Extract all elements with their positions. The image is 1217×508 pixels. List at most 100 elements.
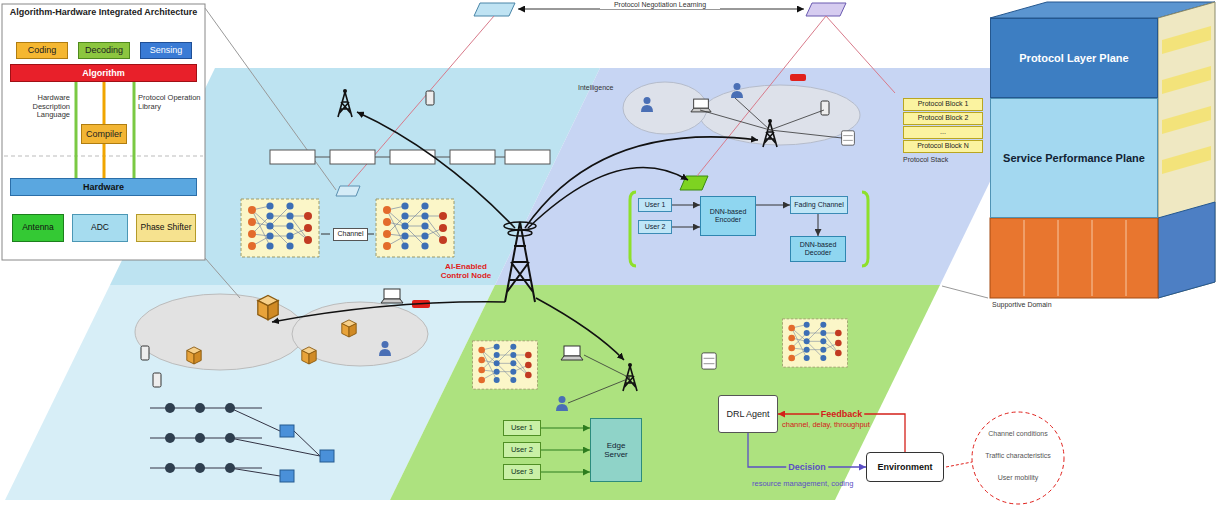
factor-graph <box>150 408 320 476</box>
edge-label: Decision <box>786 462 828 472</box>
negotiation-link <box>826 16 895 93</box>
neural-network-icon <box>241 199 848 389</box>
link-label: Protocol Negotiation Learning <box>600 1 720 9</box>
hardware-block: Phase Shifter <box>136 214 196 242</box>
factor-graph <box>195 463 205 473</box>
factor-graph <box>280 470 294 482</box>
broadcast-link <box>528 168 688 229</box>
node-text: Service Performance Plane <box>1003 152 1145 165</box>
user-box: User 2 <box>638 220 672 234</box>
protocol-entity <box>474 3 515 16</box>
device-icon <box>842 131 855 145</box>
channel-box: Fading Channel <box>790 196 848 214</box>
plane-layer: Protocol Layer Plane <box>990 18 1158 98</box>
broadcast-link <box>536 298 624 360</box>
agent-box: DRL Agent <box>718 395 778 433</box>
plane-cube <box>1162 26 1211 54</box>
node-text: Protocol Block 2 <box>918 114 969 122</box>
broadcast-link <box>525 137 758 228</box>
environment-factor: Traffic characteristics <box>978 452 1058 460</box>
device-icon <box>731 83 743 98</box>
protocol-block: ... <box>903 126 983 139</box>
leader-line <box>942 286 988 298</box>
connector <box>541 449 590 450</box>
layer-bar: Hardware <box>10 178 197 196</box>
neural-network-icon <box>783 319 848 367</box>
base-station <box>338 89 352 117</box>
environment-box: Environment <box>866 452 944 482</box>
node-text: Algorithm-Hardware Integrated Architectu… <box>10 7 198 17</box>
layer-bar: Algorithm <box>10 64 197 82</box>
plane-cube <box>1158 2 1215 298</box>
interface-label: Hardware Description Language <box>6 94 70 120</box>
node-text: Coding <box>28 45 57 55</box>
function-block: Sensing <box>140 42 192 59</box>
environment-factor: User mobility <box>978 474 1058 482</box>
factor-graph <box>280 425 294 437</box>
device-icon <box>641 97 653 112</box>
architecture-panel: Algorithm-Hardware Integrated Architectu… <box>2 4 205 260</box>
base-station <box>505 222 535 302</box>
bracket <box>862 192 868 266</box>
node-text: DNN-based Decoder <box>794 241 842 257</box>
node-label: AI-Enabled Control Node <box>430 262 502 280</box>
device-icon <box>141 346 149 360</box>
leader-line <box>205 8 336 190</box>
bracket <box>630 192 868 266</box>
user-box: User 1 <box>638 198 672 212</box>
node-text: User 1 <box>645 201 666 209</box>
encoder-box: DNN-based Encoder <box>700 196 756 236</box>
environment-factor: Channel conditions <box>978 430 1058 438</box>
process-chain <box>390 150 435 164</box>
node-text: Environment <box>877 462 932 472</box>
process-chain <box>505 150 550 164</box>
node-text: ADC <box>91 223 109 233</box>
device-icon <box>379 341 391 356</box>
node-text: Antenna <box>22 223 54 233</box>
compiler-box: Compiler <box>81 124 127 144</box>
node-text: Sensing <box>150 45 183 55</box>
environment-factors <box>946 412 1064 504</box>
device-icon <box>426 91 434 105</box>
channel-box: Channel <box>333 228 368 241</box>
factor-graph <box>320 450 334 462</box>
user-box: User 3 <box>503 464 541 480</box>
user-cluster <box>135 294 305 370</box>
node-text: User 2 <box>511 446 533 455</box>
device-icon <box>381 289 403 303</box>
negotiation-link <box>348 9 895 186</box>
node-text: User 1 <box>511 424 533 433</box>
leader-line <box>205 258 240 298</box>
plane-quadrant <box>390 285 940 500</box>
plane-cube <box>990 2 1215 298</box>
factor-graph <box>165 463 175 473</box>
stack-label: Protocol Stack <box>903 156 948 164</box>
base-station <box>504 222 536 230</box>
node-text: Fading Channel <box>794 201 843 209</box>
device-icon <box>702 353 716 369</box>
broadcast-link <box>272 302 505 322</box>
base-station <box>623 363 637 391</box>
protocol-entity <box>336 3 846 196</box>
hardware-block: ADC <box>72 214 128 242</box>
architecture-panel-frame <box>2 4 205 260</box>
neural-network-icon <box>376 199 454 257</box>
node-text: Protocol Block 1 <box>918 100 969 108</box>
protocol-block: Protocol Block 2 <box>903 112 983 125</box>
device-icon <box>342 320 356 337</box>
connector <box>756 205 790 206</box>
connector <box>541 427 590 428</box>
node-text: User 3 <box>511 468 533 477</box>
decoder-box: DNN-based Decoder <box>790 236 846 262</box>
architecture-panel-frame <box>2 4 205 260</box>
protocol-entity <box>336 186 360 196</box>
process-chain <box>270 150 315 164</box>
connector <box>103 82 106 124</box>
connector <box>672 227 700 228</box>
negotiation-link <box>697 16 826 176</box>
user-cluster <box>135 82 860 370</box>
bracket <box>630 192 636 266</box>
feedback-detail: channel, delay, throughput <box>782 421 870 430</box>
node-text: DNN-based Encoder <box>704 208 752 224</box>
node-text: Channel <box>337 230 363 238</box>
